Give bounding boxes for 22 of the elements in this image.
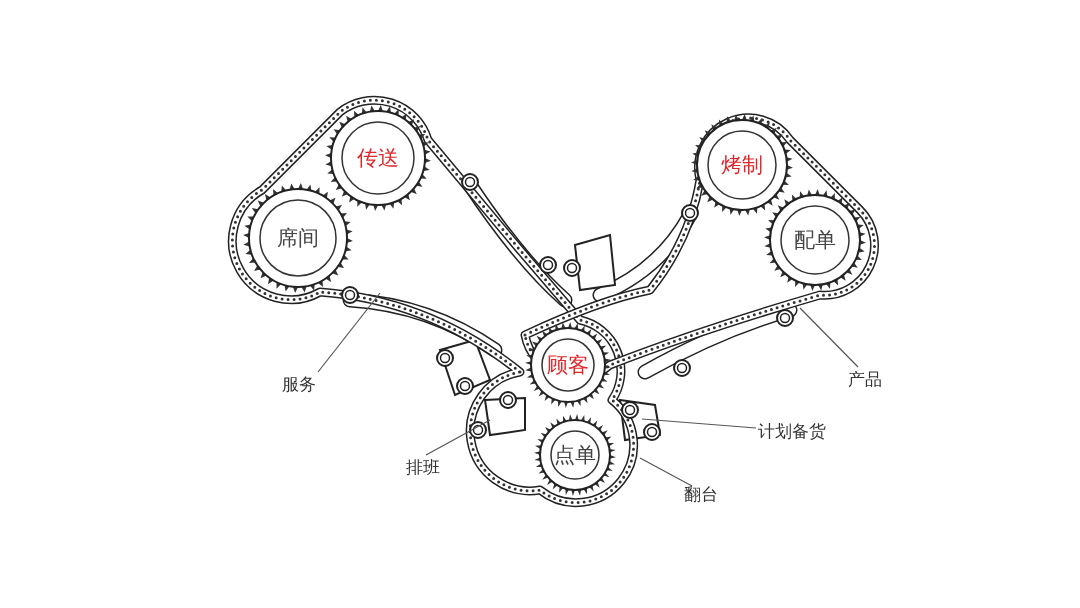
leader-line [799,307,859,368]
sprocket-gear [524,321,612,409]
part-label: 翻台 [684,484,718,505]
part-label: 产品 [848,369,882,390]
gear-label: 席间 [277,225,319,252]
sprocket-gear [324,104,432,212]
gear-label: 配单 [794,227,836,254]
leader-line [425,419,491,456]
gear-label: 点单 [554,442,596,469]
leader-line [641,418,757,429]
sprocket-gear [242,182,354,294]
leader-line [317,292,381,373]
part-label: 服务 [282,374,316,395]
gear-label: 顾客 [547,352,589,379]
gear-label: 烤制 [721,152,763,179]
leader-line [639,457,693,487]
sprocket-gear [690,113,794,217]
sprocket-gear [763,188,867,292]
part-label: 计划备货 [758,421,826,442]
part-label: 排班 [406,457,440,478]
sprocket-gear [533,413,617,497]
gear-label: 传送 [357,145,399,172]
